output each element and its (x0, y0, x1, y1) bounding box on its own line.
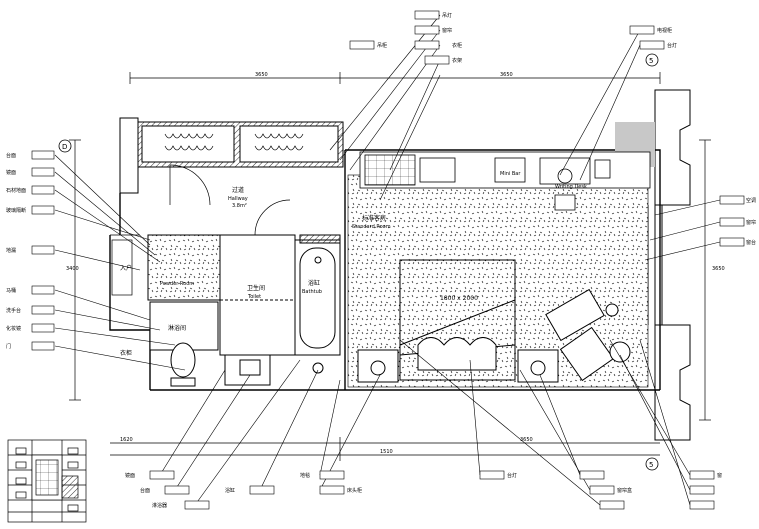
room-labels: 过道 Hallway 3.8m² Powder Room 卫生间 Toilet … (120, 171, 587, 357)
room-label-corridor-en: Hallway (228, 196, 248, 202)
callout-top-0: 吊灯 (442, 12, 452, 19)
callout-bottom-2: 淋浴器 (152, 502, 167, 509)
callout-top-3: 衣架 (452, 57, 462, 64)
key-plan (7, 439, 87, 523)
dim-right-vertical: 3650 (712, 266, 725, 272)
callout-top-2: 衣柜 (452, 42, 462, 49)
room-label-bed-size: 1800 x 2000 (440, 295, 478, 302)
dim-top-right: 3650 (500, 72, 513, 78)
dim-bottom-left: 1620 (120, 437, 133, 443)
armchair-group (545, 288, 631, 382)
callout-left-6: 洗手台 (6, 307, 21, 314)
callout-bottom-6: 台灯 (507, 472, 517, 479)
callout-right-2: 窗台 (746, 239, 756, 246)
callout-left-2: 石材地面 (6, 187, 26, 194)
callout-left-7: 化妆镜 (6, 325, 21, 332)
bathroom-block (147, 234, 341, 387)
callout-bottom-0: 镜面 (125, 472, 135, 479)
grid-markers (58, 53, 659, 471)
callout-tags (31, 10, 745, 510)
leader-lines (54, 14, 721, 506)
callout-left-3: 玻璃隔断 (6, 207, 26, 214)
room-label-bedroom: 标准客房 (362, 214, 386, 222)
room-label-closet: 衣柜 (120, 349, 132, 357)
door-swings (110, 164, 291, 296)
wardrobe-top (119, 117, 344, 194)
callout-left-8: 门 (6, 343, 11, 350)
callout-bottom-5: 床头柜 (347, 487, 362, 494)
callout-topright-0: 电视柜 (657, 27, 672, 34)
tv-cabinet-strip (359, 151, 651, 211)
callout-texts: 台面 镜面 石材地面 玻璃隔断 地漏 马桶 洗手台 化妆镜 门 吊灯 窗帘 衣柜… (6, 12, 756, 509)
callout-bottom-1: 台面 (140, 487, 150, 494)
callout-topright-1: 台灯 (667, 42, 677, 49)
dim-left-vertical: 3400 (66, 266, 79, 272)
room-label-minibar-en: Mini Bar (500, 171, 521, 177)
grid-label-d: D (62, 143, 67, 151)
room-label-bathtub: 浴缸 (308, 279, 320, 287)
callout-top-1: 窗帘 (442, 27, 452, 34)
dim-bottom-mid: 1510 (380, 449, 393, 455)
room-label-corridor-area: 3.8m² (232, 203, 247, 209)
grid-label-5-bottom: 5 (649, 461, 653, 469)
room-label-bedroom-en: Standard Room (352, 224, 391, 230)
callout-left-0: 台面 (6, 152, 16, 159)
dimension-lines (69, 72, 711, 461)
room-label-powder-en: Powder Room (160, 281, 194, 287)
room-label-corridor: 过道 (232, 186, 244, 194)
dim-top-total: 3650 (255, 72, 268, 78)
callout-bottom-8: 窗 (717, 472, 722, 479)
room-label-toilet: 卫生间 (247, 284, 265, 292)
room-label-desk-en: Writing Desk (555, 184, 587, 190)
callout-right-0: 空调 (746, 197, 756, 204)
room-label-bathtub-en: Bathtub (302, 289, 322, 295)
callout-left-1: 镜面 (6, 169, 16, 176)
grid-label-5-top: 5 (649, 57, 653, 65)
room-label-shower: 淋浴间 (168, 324, 186, 332)
room-label-entry: 入户 (120, 264, 132, 272)
callout-left-4: 地漏 (6, 247, 16, 254)
bed (357, 259, 559, 383)
callout-bottom-3: 浴缸 (225, 487, 235, 494)
room-label-toilet-en: Toilet (247, 294, 261, 300)
callout-left-5: 马桶 (6, 287, 16, 294)
outer-walls (109, 149, 661, 391)
callout-top-4: 吊柜 (377, 42, 387, 49)
callout-bottom-7: 窗帘盒 (617, 487, 632, 494)
callout-right-1: 窗帘 (746, 219, 756, 226)
dim-bottom-total: 3650 (520, 437, 533, 443)
callout-bottom-4: 地毯 (300, 472, 310, 479)
